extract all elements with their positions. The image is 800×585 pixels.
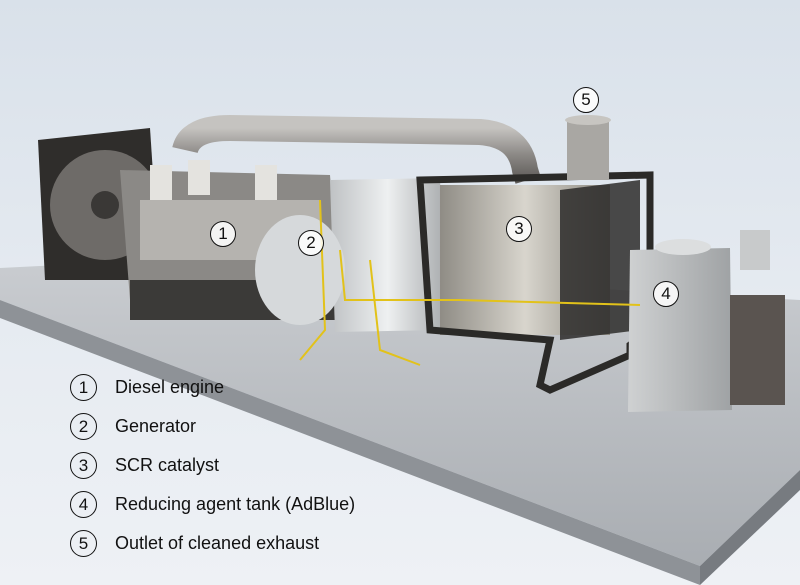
legend-item: 2 Generator <box>70 407 355 446</box>
legend-label: Outlet of cleaned exhaust <box>115 533 320 553</box>
legend-number: 5 <box>70 530 97 557</box>
callout-1: 1 <box>210 221 236 247</box>
legend-number: 3 <box>70 452 97 479</box>
legend-number: 2 <box>70 413 97 440</box>
callout-2: 2 <box>298 230 324 256</box>
platform <box>0 262 800 585</box>
callout-3: 3 <box>506 216 532 242</box>
exhaust-pipe <box>172 114 541 184</box>
legend-item: 4 Reducing agent tank (AdBlue) <box>70 485 355 524</box>
legend-label: Reducing agent tank (AdBlue) <box>115 494 356 514</box>
legend-label: SCR catalyst <box>115 455 220 475</box>
callout-5: 5 <box>573 87 599 113</box>
legend-item: 1 Diesel engine <box>70 368 355 407</box>
legend-item: 5 Outlet of cleaned exhaust <box>70 524 355 563</box>
legend-number: 1 <box>70 374 97 401</box>
legend-number: 4 <box>70 491 97 518</box>
legend-label: Generator <box>115 416 197 436</box>
callout-4: 4 <box>653 281 679 307</box>
scr-catalyst <box>416 171 654 394</box>
exhaust-outlet <box>565 115 611 180</box>
adblue-tank <box>628 230 785 412</box>
legend-label: Diesel engine <box>115 377 225 397</box>
legend-item: 3 SCR catalyst <box>70 446 355 485</box>
